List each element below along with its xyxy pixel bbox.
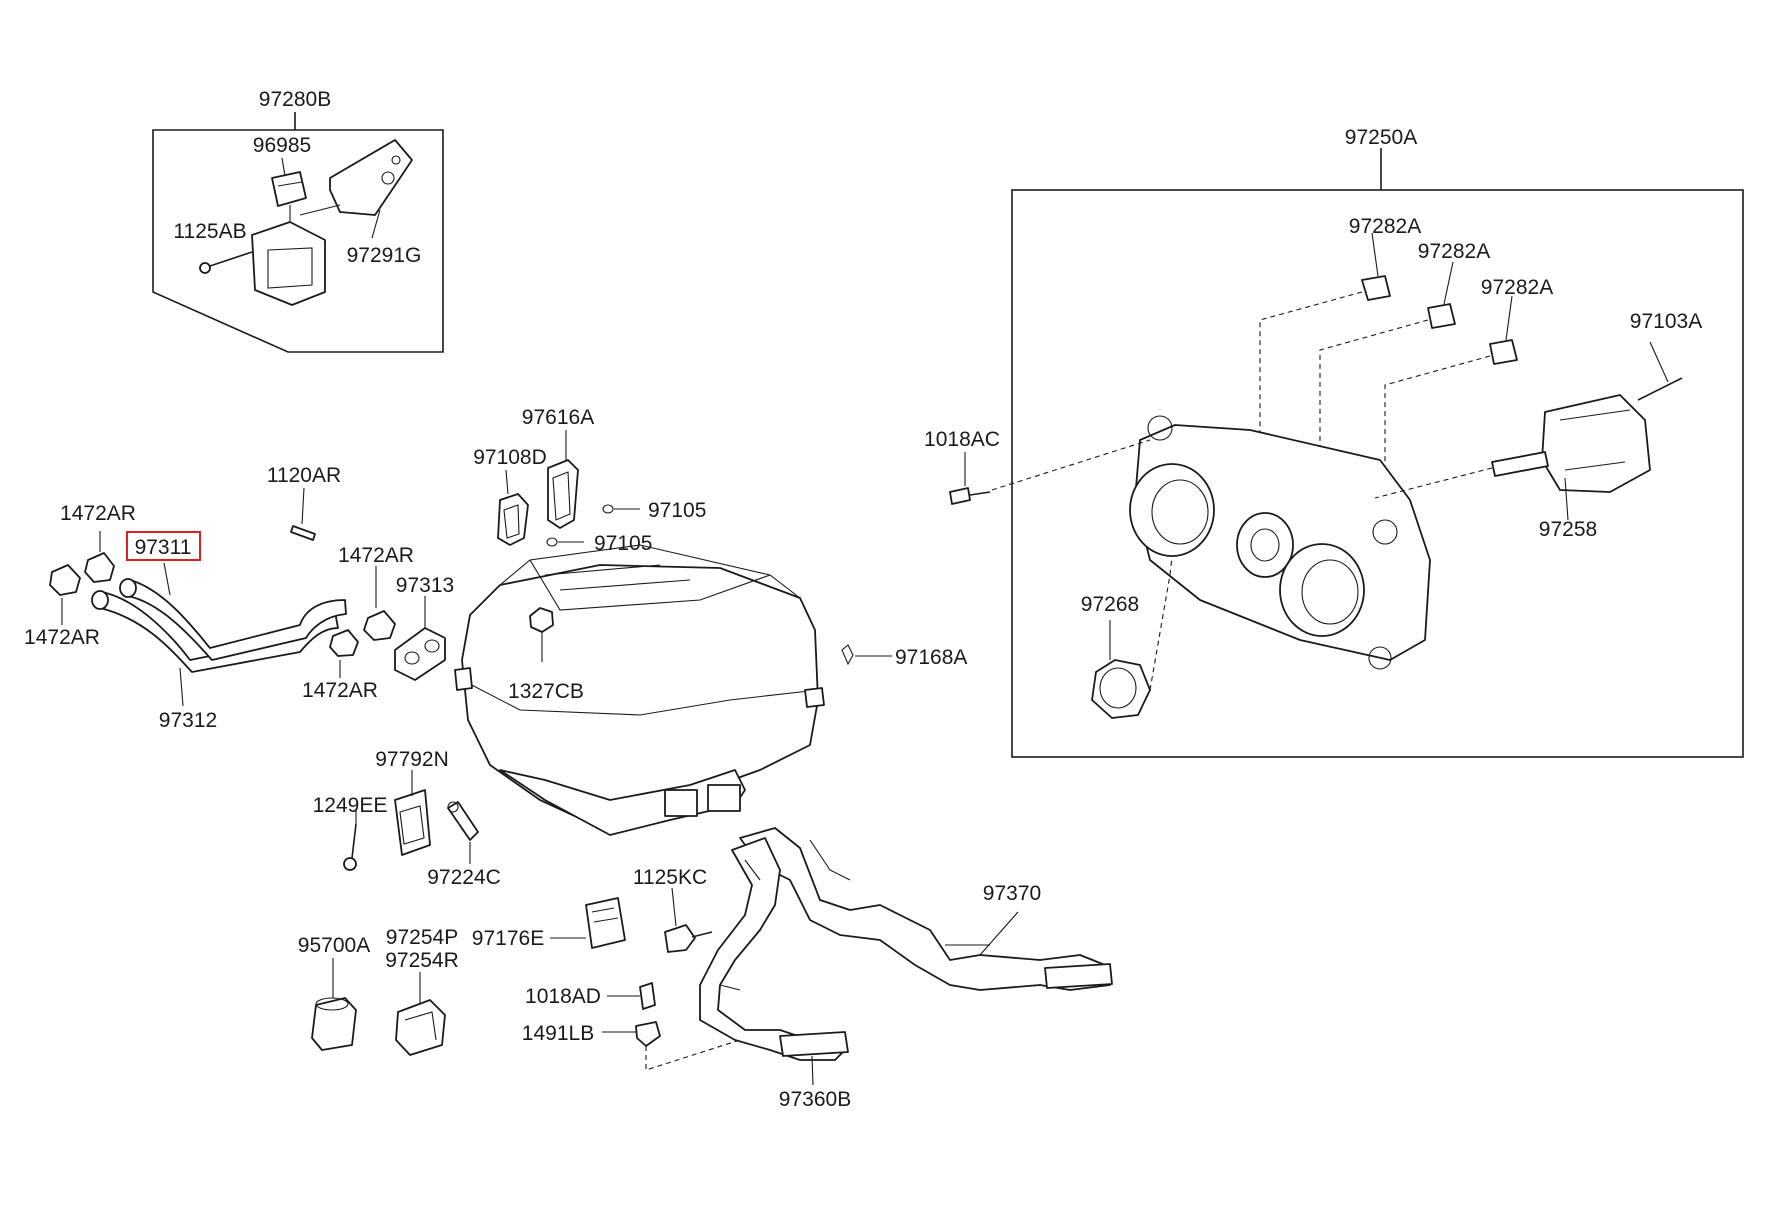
highlight-box-97311 [126,531,201,561]
label-97282A-1: 97282A [1349,215,1421,238]
label-97105-1: 97105 [648,499,706,522]
label-1472AR-1: 1472AR [60,502,136,525]
label-97105-2: 97105 [594,532,652,555]
label-97616A: 97616A [522,406,594,429]
inset-97280B [152,112,444,353]
label-1249EE: 1249EE [313,794,388,817]
label-97254R: 97254R [385,949,459,972]
label-97792N: 97792N [375,748,449,771]
label-97103A: 97103A [1630,310,1702,333]
label-97370: 97370 [983,882,1041,905]
label-97168A: 97168A [895,646,967,669]
label-97360B: 97360B [779,1088,851,1111]
label-1120AR: 1120AR [267,464,341,487]
label-97280B: 97280B [259,88,331,111]
label-97250A: 97250A [1345,126,1417,149]
label-97311: 97311 [135,536,192,559]
label-97312: 97312 [159,709,217,732]
label-1472AR-2: 1472AR [24,626,100,649]
label-1018AC: 1018AC [924,428,1000,451]
label-1472AR-4: 1472AR [302,679,378,702]
heater-unit [454,544,892,836]
ducts [699,827,1113,1086]
label-97176E: 97176E [472,927,544,950]
label-97282A-3: 97282A [1481,276,1553,299]
label-97258: 97258 [1539,518,1597,541]
label-1491LB: 1491LB [522,1022,594,1045]
label-1125AB: 1125AB [173,220,246,243]
label-97254P: 97254P [386,926,458,949]
label-97108D: 97108D [473,446,547,469]
label-1327CB: 1327CB [508,680,584,703]
label-96985: 96985 [253,134,311,157]
inset-97250A [949,148,1744,758]
label-97224C: 97224C [427,866,501,889]
label-1472AR-3: 1472AR [338,544,414,567]
label-97313: 97313 [396,574,454,597]
heater-pipes [49,487,446,707]
label-1125KC: 1125KC [633,866,707,889]
small-parts [311,770,741,1071]
label-1018AD: 1018AD [525,985,601,1008]
label-97282A-2: 97282A [1418,240,1490,263]
label-97291G: 97291G [347,244,422,267]
label-95700A: 95700A [298,934,370,957]
label-97268: 97268 [1081,593,1139,616]
callout-labels: 97280B 96985 1125AB 97291G 97250A 97282A… [24,88,1702,1111]
seals [497,430,640,547]
